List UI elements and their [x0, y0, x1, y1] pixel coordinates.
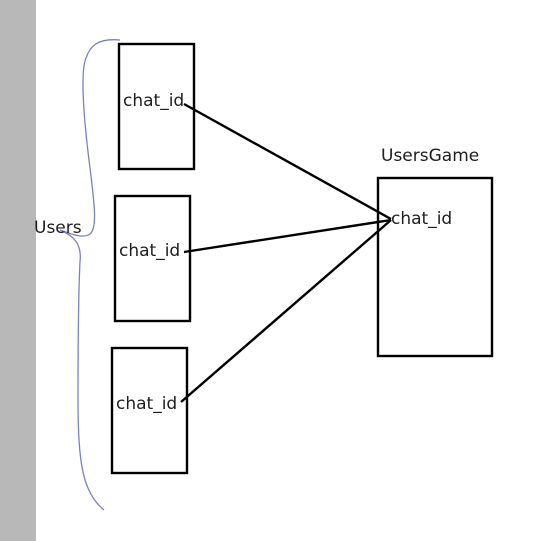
left-sidebar-strip: [0, 0, 36, 541]
connector-user-2: [183, 218, 392, 254]
user-box-1: [117, 42, 196, 171]
user-2-field-label: chat_id: [119, 241, 181, 261]
connector-user-1: [183, 102, 392, 221]
users-group-label: Users: [34, 218, 82, 238]
user-box-3: [110, 346, 189, 475]
user-1-field-label: chat_id: [123, 91, 185, 111]
usersgame-title: UsersGame: [381, 146, 480, 166]
connector-user-3: [180, 219, 392, 403]
users-group-brace: [59, 39, 121, 511]
usersgame-box: [376, 176, 494, 358]
usersgame-field-label: chat_id: [391, 209, 453, 229]
user-box-2: [113, 194, 192, 323]
user-3-field-label: chat_id: [116, 394, 178, 414]
